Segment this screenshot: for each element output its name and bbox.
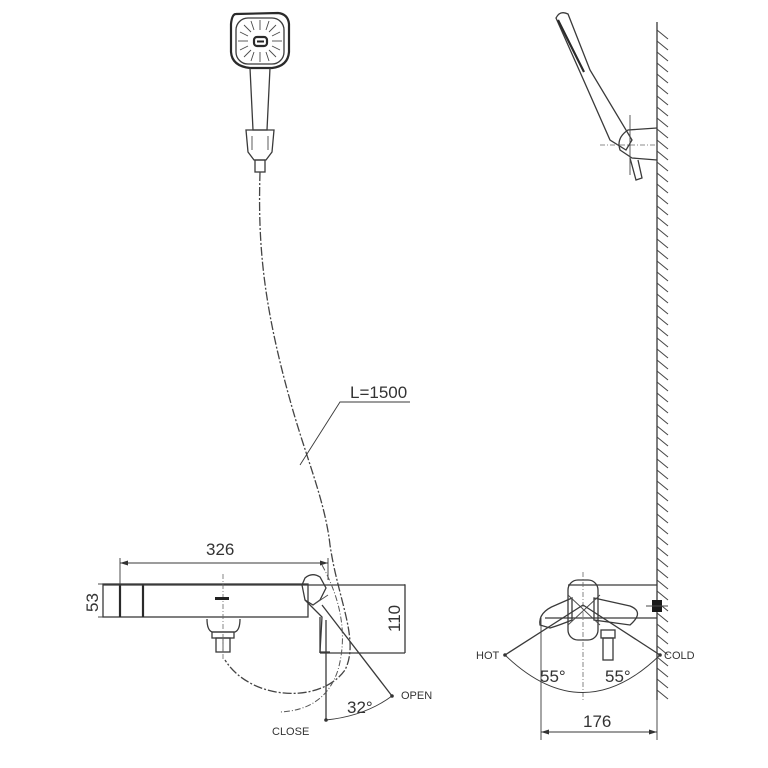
spray-nozzles [238, 20, 282, 62]
projection-label: 176 [583, 712, 611, 731]
dimension-110: 110 [385, 584, 406, 653]
dimension-326: 326 [119, 540, 329, 585]
shower-hose [224, 171, 351, 695]
dimension-176: 176 [540, 618, 658, 740]
overall-height-label: 110 [385, 605, 404, 632]
cold-label: COLD [664, 650, 695, 662]
open-label: OPEN [401, 690, 432, 702]
hot-angle-label: 55° [540, 667, 566, 686]
hose-length-label: L=1500 [350, 383, 407, 402]
hot-label: HOT [476, 650, 500, 662]
cold-angle-label: 55° [605, 667, 631, 686]
wall-section [656, 22, 669, 700]
lever-rotation-32: 32° CLOSE OPEN [272, 564, 432, 738]
hose-connector [206, 618, 241, 653]
body-length-label: 326 [206, 540, 234, 559]
lever-rotation-55: 55° 55° HOT COLD [476, 604, 695, 693]
wall-hatching [656, 29, 669, 700]
hose-length-callout: L=1500 [299, 383, 410, 466]
lever-angle-label: 32° [347, 698, 373, 717]
mode-button [252, 35, 269, 48]
mixer-body-front [102, 574, 406, 660]
dimension-53: 53 [83, 583, 110, 618]
hand-shower-side [555, 12, 658, 181]
body-height-label: 53 [83, 593, 102, 612]
hand-shower-front [229, 11, 291, 173]
close-label: CLOSE [272, 726, 309, 738]
